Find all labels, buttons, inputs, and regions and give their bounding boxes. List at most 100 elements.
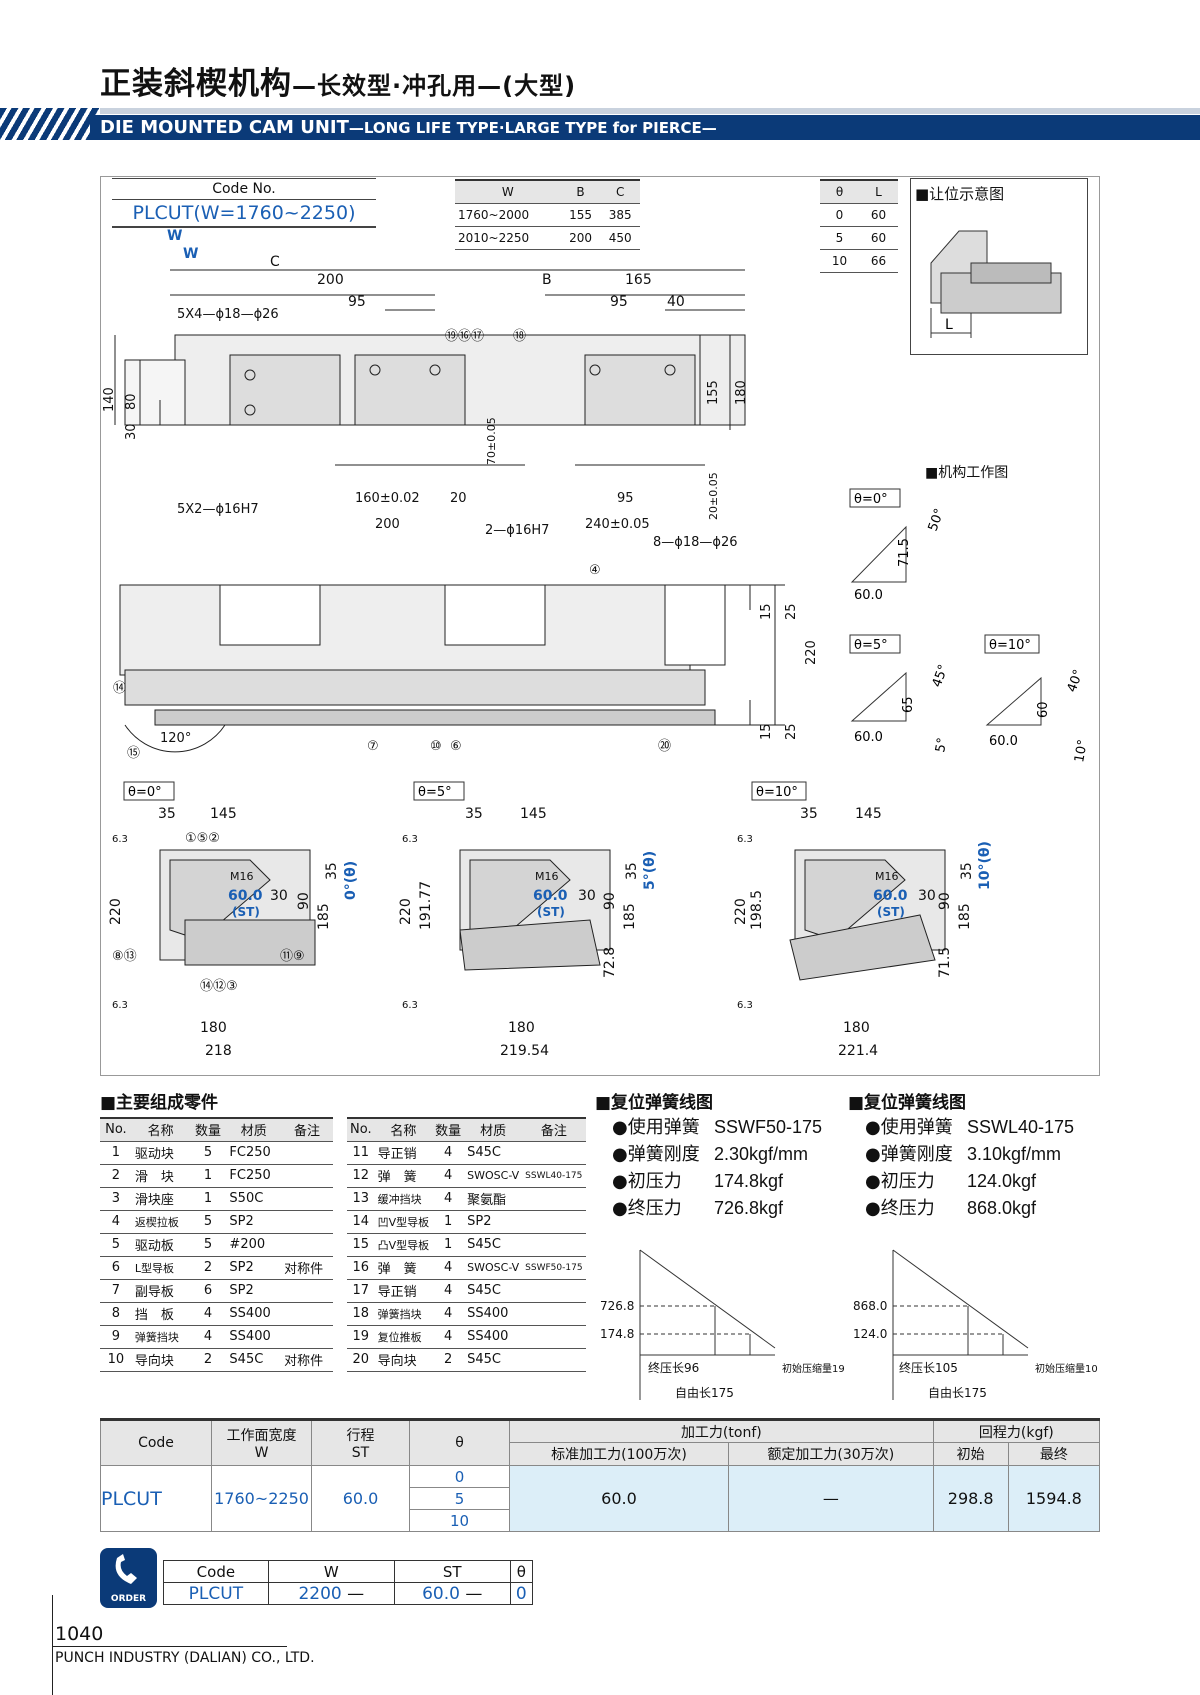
- svg-text:221.4: 221.4: [838, 1043, 878, 1059]
- dim-25a: 25: [784, 603, 799, 620]
- holes-spec-1: 5X4—ϕ18—ϕ26: [177, 307, 279, 322]
- svg-text:M16: M16: [875, 870, 899, 883]
- spring1-chart: 726.8 174.8 终压长96 初始压缩量19 自由长175: [600, 1249, 845, 1400]
- svg-text:60.0: 60.0: [533, 888, 568, 904]
- dim-w-label: W: [183, 246, 199, 262]
- dim-165: 165: [625, 272, 652, 288]
- english-title-band: DIE MOUNTED CAM UNIT—LONG LIFE TYPE·LARG…: [90, 115, 1200, 140]
- svg-text:185: 185: [316, 903, 332, 930]
- table-row: PLCUT 1760~2250 60.0 0 60.0 — 298.8 1594…: [100, 1465, 1101, 1532]
- balloon-15: ⑮: [127, 746, 140, 761]
- spring2-chart: 868.0 124.0 终压长105 初始压缩量10 自由长175: [853, 1249, 1098, 1400]
- code-value: PLCUT(W=1760~2250): [112, 200, 376, 228]
- svg-text:180: 180: [843, 1020, 870, 1036]
- svg-text:60.0: 60.0: [854, 730, 883, 745]
- parts-title: ■主要组成零件: [100, 1093, 219, 1113]
- header-gray-line: [100, 108, 1200, 114]
- svg-text:35: 35: [158, 806, 176, 822]
- svg-text:90: 90: [602, 892, 618, 910]
- svg-text:65: 65: [901, 696, 916, 713]
- phone-icon: [115, 1554, 137, 1584]
- svg-text:35: 35: [465, 806, 483, 822]
- svg-text:⑪⑨: ⑪⑨: [280, 949, 305, 964]
- mech-diagram-5: θ=5° 65 45° 5° 60.0: [849, 634, 952, 754]
- dim-220: 220: [804, 640, 819, 665]
- svg-text:6.3: 6.3: [402, 1000, 418, 1011]
- balloon-18: ⑱: [513, 329, 526, 344]
- svg-text:5°(θ): 5°(θ): [642, 851, 658, 890]
- svg-text:初始压缩量10: 初始压缩量10: [1035, 1362, 1098, 1375]
- table-row: PLCUT 2200 — 60.0 — 0: [163, 1582, 534, 1605]
- svg-text:M16: M16: [230, 870, 254, 883]
- code-label: Code No.: [112, 178, 376, 200]
- svg-text:40°: 40°: [1065, 668, 1087, 695]
- dim-95a: 95: [348, 294, 366, 310]
- svg-text:0°(θ): 0°(θ): [343, 861, 359, 900]
- footer-vline: [52, 1595, 53, 1695]
- dim-30: 30: [124, 423, 139, 440]
- svg-text:终压长105: 终压长105: [899, 1360, 958, 1375]
- svg-text:60.0: 60.0: [228, 888, 263, 904]
- svg-text:60: 60: [1036, 701, 1051, 718]
- section-view-5: θ=5° 35 145 6.3 220 191.77 35 5°(θ) M16 …: [398, 781, 658, 1059]
- dim-160: 160±0.02: [355, 491, 420, 506]
- balloon-14: ⑭: [113, 681, 126, 696]
- dim-40: 40: [667, 294, 685, 310]
- svg-text:60.0: 60.0: [854, 588, 883, 603]
- spring2-title: ■复位弹簧线图: [848, 1093, 967, 1113]
- clearance-box: ■让位示意图 L: [910, 178, 1088, 355]
- mech-diagram-10: θ=10° 60 40° 10° 60.0: [984, 634, 1091, 764]
- svg-text:218: 218: [205, 1043, 232, 1059]
- svg-text:220: 220: [108, 898, 124, 925]
- svg-text:θ=10°: θ=10°: [756, 785, 798, 800]
- svg-text:35: 35: [959, 862, 975, 880]
- svg-text:5°: 5°: [933, 737, 950, 754]
- dim-25b: 25: [784, 723, 799, 740]
- dim-15b: 15: [759, 723, 774, 740]
- dim-70: 70±0.05: [485, 417, 498, 465]
- balloon-4: ④: [589, 563, 601, 578]
- svg-text:71.5: 71.5: [897, 538, 912, 567]
- dim-240: 240±0.05: [585, 517, 650, 532]
- svg-text:6.3: 6.3: [112, 1000, 128, 1011]
- svg-text:90: 90: [296, 892, 312, 910]
- drawing-frame: [100, 176, 1100, 1076]
- dim-200b: 200: [375, 517, 400, 532]
- svg-text:M16: M16: [535, 870, 559, 883]
- svg-text:θ=0°: θ=0°: [128, 785, 162, 800]
- svg-text:868.0: 868.0: [853, 1299, 887, 1313]
- svg-text:①⑤②: ①⑤②: [185, 831, 220, 846]
- svg-text:60.0: 60.0: [873, 888, 908, 904]
- svg-text:⑧⑬: ⑧⑬: [112, 949, 137, 964]
- dim-180: 180: [734, 380, 749, 405]
- balloon-10: ⑩: [430, 739, 442, 754]
- svg-text:⑭⑫③: ⑭⑫③: [200, 979, 238, 994]
- mech-theta-10: θ=10°: [989, 638, 1031, 653]
- svg-text:35: 35: [324, 862, 340, 880]
- svg-text:145: 145: [855, 806, 882, 822]
- dim-200: 200: [317, 272, 344, 288]
- svg-text:220: 220: [733, 898, 749, 925]
- side-view-drawing: ④ ⑭ ⑮ 120° ⑦ ⑩ ⑥ ⑳ 15 25 220 15 25: [113, 563, 819, 761]
- footer-hline: [52, 1646, 287, 1647]
- mech-diagram-0: θ=0° 71.5 50° 60.0: [849, 488, 948, 603]
- section-view-0: θ=0° 35 145 6.3 ①⑤② 220 35 0°(θ) M16 60.…: [108, 781, 359, 1059]
- svg-text:6.3: 6.3: [737, 834, 753, 845]
- company-name: PUNCH INDUSTRY (DALIAN) CO., LTD.: [55, 1650, 315, 1666]
- top-view-drawing: W C 200 B 165 95 95 40 5X4—ϕ18—ϕ26 ⑲⑯⑰ ⑱…: [102, 228, 749, 550]
